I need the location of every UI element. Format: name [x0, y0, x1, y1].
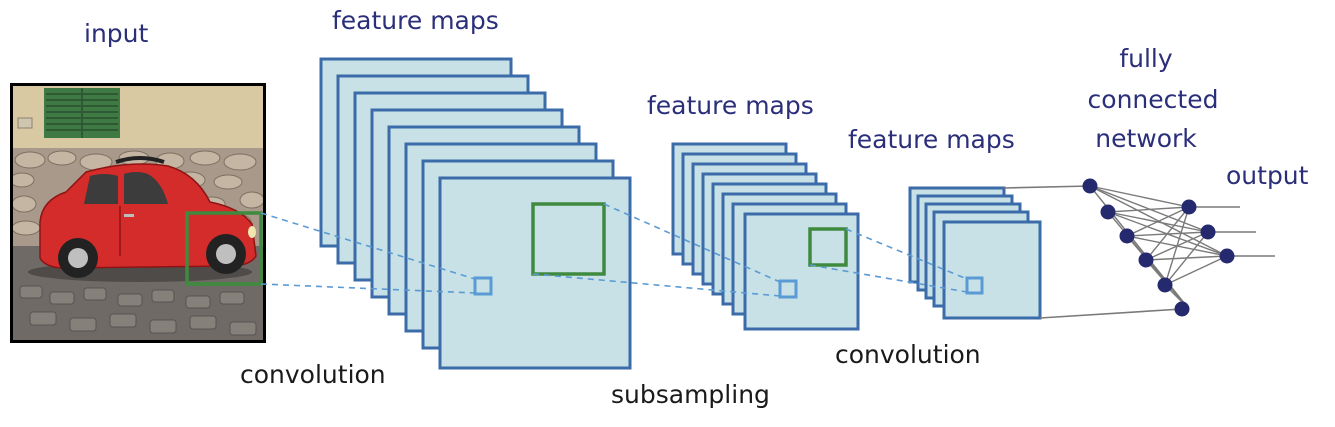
window-shutter [44, 88, 120, 138]
input-receptive-field [185, 211, 263, 286]
feature-maps-3-stack [908, 186, 1042, 320]
fc-node [1181, 199, 1197, 215]
fc-node [1138, 252, 1154, 268]
input-label: input [84, 19, 149, 48]
feature-maps-1-stack [319, 57, 632, 370]
red-car [28, 156, 257, 282]
fc-node [1100, 204, 1116, 220]
fc-node [1174, 301, 1190, 317]
input-image [10, 83, 266, 343]
output-label: output [1226, 161, 1309, 190]
fm1-receptive-field [531, 202, 606, 276]
fully-connected-label-line-1: fully [1119, 44, 1173, 73]
convolution-1-label: convolution [240, 360, 386, 389]
fc-node [1219, 248, 1235, 264]
projection-lines [260, 203, 968, 297]
feature-maps-2-stack [671, 142, 860, 331]
fc-nodes [1082, 178, 1235, 317]
feature-maps-2-label: feature maps [647, 91, 814, 120]
fc-edges [1089, 185, 1275, 310]
fm2-unit [778, 279, 798, 299]
fc-node [1082, 178, 1098, 194]
fully-connected-label-line-3: network [1095, 124, 1197, 153]
fc-input-connections [1003, 185, 1183, 319]
subsampling-label: subsampling [611, 380, 770, 409]
feature-maps-1-label: feature maps [332, 6, 499, 35]
fc-node [1119, 228, 1135, 244]
convolution-2-label: convolution [835, 340, 981, 369]
fully-connected-label-line-2: connected [1087, 85, 1219, 114]
feature-maps-3-label: feature maps [848, 125, 1015, 154]
fm2-receptive-field [808, 227, 848, 267]
fm3-unit [965, 276, 984, 295]
fc-node [1200, 224, 1216, 240]
fc-node [1157, 277, 1173, 293]
fm1-unit [473, 276, 493, 296]
